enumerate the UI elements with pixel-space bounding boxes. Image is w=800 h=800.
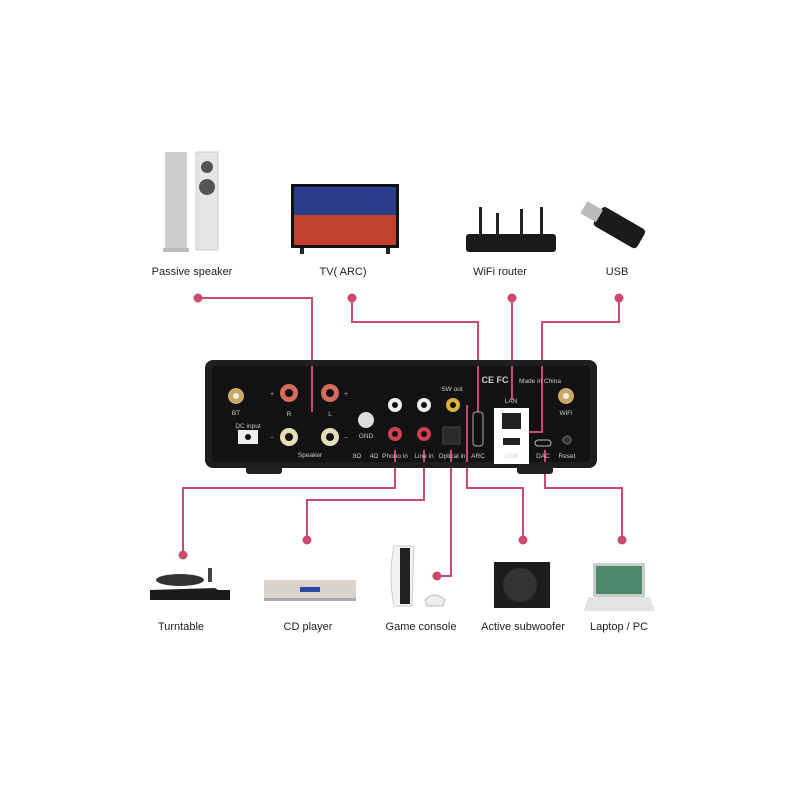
- dc-input-label: DC input: [235, 423, 260, 430]
- turntable-image: [150, 568, 230, 600]
- usb-label: USB: [605, 266, 629, 278]
- wifi-router-label: WiFi router: [473, 266, 527, 278]
- 8-ohm-label: 8Ω: [353, 453, 362, 460]
- minus-label: −: [270, 435, 274, 442]
- certifications-mark: CE FC: [482, 375, 510, 385]
- wifi-router-image: [466, 207, 556, 252]
- game-console-image: [390, 545, 446, 607]
- line-game-console: [437, 462, 452, 577]
- speaker-r-label: R: [287, 411, 292, 418]
- tv-image: [291, 184, 399, 254]
- game-console-label: Game console: [385, 621, 457, 633]
- speaker-l-label: L: [328, 411, 332, 418]
- bt-label: BT: [232, 410, 240, 417]
- passive-speaker-label: Passive speaker: [151, 266, 233, 278]
- lan-label: LAN: [505, 398, 518, 405]
- subwoofer-image: [494, 562, 550, 608]
- plus-label: +: [270, 391, 274, 398]
- minus-label: −: [344, 435, 348, 442]
- made-in-label: Made in China: [519, 378, 561, 385]
- line-turntable: [182, 462, 396, 555]
- usb-drive-image: [580, 201, 646, 249]
- sw-out-label: SW out: [441, 386, 463, 393]
- connection-dots: [178, 293, 627, 581]
- reset-label: Reset: [559, 453, 576, 460]
- passive-speaker-image: [163, 151, 219, 252]
- cd-player-image: [264, 580, 356, 601]
- laptop-pc-label: Laptop / PC: [589, 621, 649, 633]
- tv-label: TV( ARC): [319, 266, 367, 278]
- laptop-image: [584, 563, 655, 611]
- amplifier-rear-panel: BT WiFi R L + + − − DC input Speaker GND…: [205, 360, 597, 474]
- dac-label: DAC: [536, 453, 550, 460]
- line-laptop: [544, 462, 623, 540]
- plus-label: +: [344, 391, 348, 398]
- 4-ohm-label: 4Ω: [370, 453, 379, 460]
- phono-in-label: Phono in: [382, 453, 408, 460]
- cd-player-label: CD player: [283, 621, 333, 633]
- wifi-label: WiFi: [560, 410, 573, 417]
- usb-port-label: USB: [504, 453, 517, 460]
- speaker-label: Speaker: [298, 452, 323, 459]
- active-subwoofer-label: Active subwoofer: [481, 621, 565, 633]
- line-in-label: Line in: [414, 453, 434, 460]
- arc-label: ARC: [471, 453, 485, 460]
- optical-in-label: Optical in: [438, 453, 465, 460]
- line-cd-player: [306, 462, 425, 540]
- gnd-label: GND: [359, 433, 374, 440]
- turntable-label: Turntable: [157, 621, 205, 633]
